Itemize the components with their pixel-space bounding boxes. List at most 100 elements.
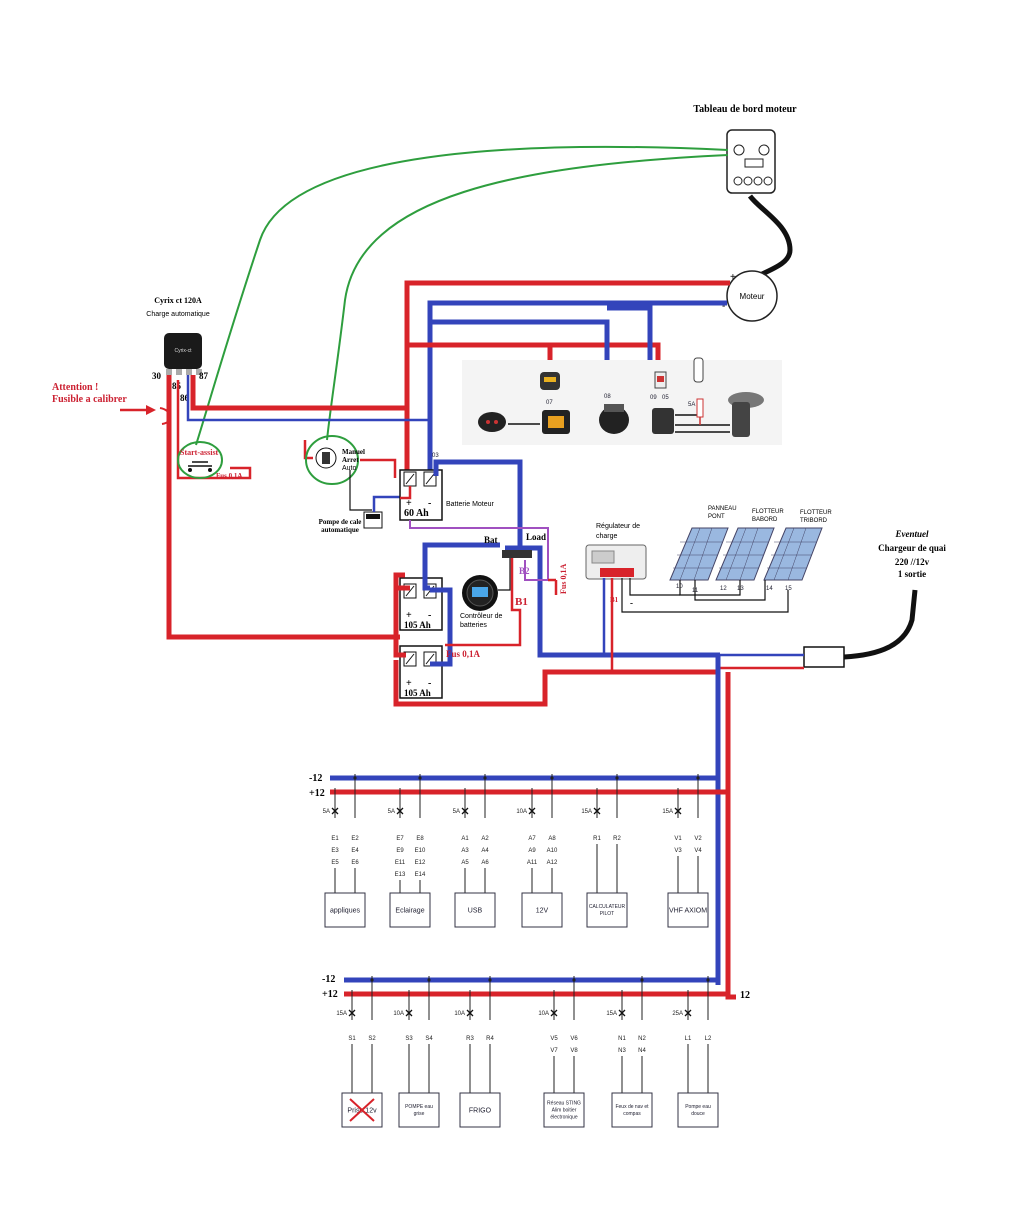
- panel1-wire-label: E9: [396, 848, 404, 854]
- panel1-bus-tap: [483, 776, 487, 780]
- panel1-wire-label: V1: [674, 836, 682, 842]
- cyrix-pin-86: 86: [180, 393, 190, 403]
- engine-battery-terminal: 03: [432, 453, 439, 459]
- solar-panel3-line2: TRIBORD: [800, 518, 828, 524]
- panel1-plus-label: +12: [309, 788, 325, 799]
- motor-plus: +: [730, 272, 736, 283]
- solar-panel1-line2: PONT: [708, 514, 725, 520]
- panel1-wire-label: E4: [351, 848, 359, 854]
- panel2-breaker-rating: 10A: [454, 1011, 465, 1017]
- panel1-wire-label: E7: [396, 836, 404, 842]
- monitor-load: Load: [526, 532, 546, 542]
- panel1-breaker-icon: [331, 807, 339, 815]
- regulator-line1: Régulateur de: [596, 523, 640, 530]
- panel1-load-label: appliques: [330, 907, 360, 914]
- shore-line2: Chargeur de quai: [878, 543, 946, 553]
- cyrix-title: Cyrix ct 120A: [154, 296, 202, 305]
- panel1-wire-label: A9: [528, 848, 536, 854]
- shore-charger: Eventuel Chargeur de quai 220 //12v 1 so…: [803, 529, 946, 668]
- panel2-minus-label: -12: [322, 974, 335, 985]
- panel1-breaker-icon: [396, 807, 404, 815]
- panel1-wire-label: E6: [351, 860, 359, 866]
- panel1-bus-tap: [615, 776, 619, 780]
- panel1-wire-label: A10: [547, 848, 558, 854]
- panel2-wire-label: N4: [638, 1048, 646, 1054]
- solar-terminal-15: 15: [785, 586, 792, 592]
- monitor-bat: Bat: [484, 535, 498, 545]
- panel1-load-box: [521, 892, 563, 928]
- panel1-load-box: [324, 892, 366, 928]
- panel1-breaker-rating: 5A: [323, 809, 330, 815]
- bilge-switch-line1: Manuel: [342, 448, 365, 456]
- bilge-switch-line3: Auto: [342, 465, 357, 472]
- panel2-wire-label: N1: [618, 1036, 626, 1042]
- deck-label-09: 09: [650, 395, 657, 401]
- panel1-wire-label: A4: [481, 848, 489, 854]
- panel1-breaker-rating: 5A: [453, 809, 460, 815]
- charge-regulator: Régulateur de charge B1: [585, 523, 647, 604]
- start-assist-fuse: Fus 0,1A: [216, 472, 242, 480]
- panel1-load-box: [454, 892, 496, 928]
- bilge-pump-line1: Pompe de cale: [319, 518, 362, 526]
- svg-text:-: -: [428, 610, 431, 621]
- panel2-wire-label: S1: [348, 1036, 356, 1042]
- panel1-wire-label: E13: [395, 872, 406, 878]
- solar-terminal-12: 12: [720, 586, 727, 592]
- regulator-line2: charge: [596, 533, 618, 540]
- svg-text:+: +: [406, 610, 412, 621]
- panel1-bus-tap: [418, 776, 422, 780]
- panel1-wire-label: E14: [415, 872, 426, 878]
- deck-label-08: 08: [604, 394, 611, 400]
- panel1-load-box: [667, 892, 709, 928]
- panel1-wire-label: E1: [331, 836, 339, 842]
- solar-terminal-13: 13: [737, 586, 744, 592]
- cyrix-pin-87: 87: [199, 371, 209, 381]
- panel1-wire-label: E8: [416, 836, 424, 842]
- motor: Moteur + -: [722, 270, 778, 322]
- panel1-wire-label: A5: [461, 860, 469, 866]
- panel2-breaker-rating: 10A: [538, 1011, 549, 1017]
- svg-text:+: +: [406, 678, 412, 689]
- panel1-wire-label: A6: [481, 860, 489, 866]
- svg-text:-: -: [428, 498, 431, 509]
- panel2-breaker-rating: 25A: [672, 1011, 683, 1017]
- engine-battery-capacity: 60 Ah: [404, 508, 429, 519]
- engine-battery: + - 60 Ah Batterie Moteur 03: [399, 453, 495, 521]
- deck-fuse-5a: 5A: [688, 402, 695, 408]
- panel1-breaker-icon: [593, 807, 601, 815]
- panel1-bus-tap: [550, 776, 554, 780]
- panel2-bus-tap: [706, 978, 710, 982]
- monitor-b2: B2: [519, 566, 530, 576]
- panel1-breaker-icon: [528, 807, 536, 815]
- panel1-wire-label: E2: [351, 836, 359, 842]
- solar-panel2-line2: BABORD: [752, 517, 778, 523]
- panel2-wire-label: R4: [486, 1036, 494, 1042]
- monitor-fuse-bottom: Fus 0,1A: [446, 649, 481, 659]
- panel1-wire-label: A3: [461, 848, 469, 854]
- panel1-wire-label: A8: [548, 836, 556, 842]
- panel1-breaker-rating: 10A: [516, 809, 527, 815]
- panel1-load-box: [586, 892, 628, 928]
- panel1-wire-label: A7: [528, 836, 536, 842]
- monitor-b1: B1: [515, 596, 528, 608]
- solar-terminal-14: 14: [766, 586, 773, 592]
- monitor-fuse-vertical: Fus 0,1A: [559, 564, 568, 594]
- start-assist: Start-assist Fus 0,1A: [177, 441, 242, 480]
- bilge-switch: Manuel Arret Auto: [303, 435, 397, 511]
- motor-label: Moteur: [740, 292, 765, 301]
- panel2-plus-label: +12: [322, 989, 338, 1000]
- panel2-breaker-icon: [466, 1009, 474, 1017]
- panel2-breaker-rating: 10A: [393, 1011, 404, 1017]
- shore-line1: Eventuel: [895, 529, 929, 539]
- deck-devices: 07 08 09 05 5A: [462, 357, 782, 445]
- solar-minus: -: [630, 598, 633, 608]
- panel2-wire-label: V7: [550, 1048, 558, 1054]
- panel2-wire-label: L2: [705, 1036, 712, 1042]
